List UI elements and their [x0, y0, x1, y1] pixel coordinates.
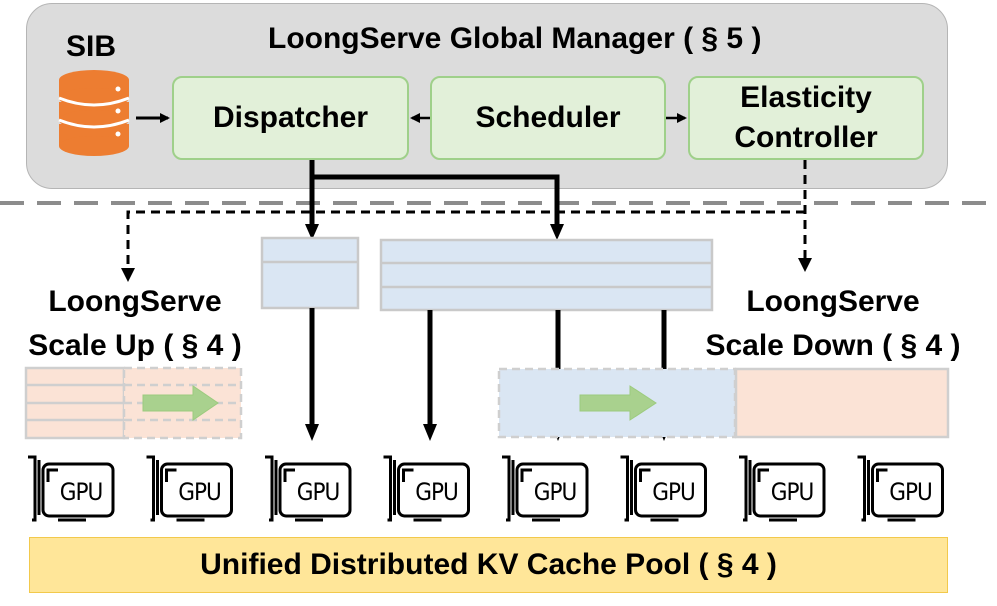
- gpu-label: GPU: [533, 478, 578, 506]
- database-icon: [58, 70, 130, 156]
- migrate-arrow-icon: [142, 385, 219, 421]
- scale-down-label: LoongServe Scale Down ( § 4 ): [705, 285, 961, 362]
- scale-down-kv-blocks: [497, 367, 950, 439]
- gpu-label: GPU: [889, 478, 933, 506]
- gpu-label: GPU: [178, 478, 222, 506]
- gpu-icon: [383, 455, 470, 522]
- gpu-label: GPU: [296, 478, 341, 506]
- scheduler-label: Scheduler: [475, 101, 621, 134]
- kv-cache-pool-bar: Unified Distributed KV Cache Pool ( § 4 …: [29, 537, 948, 593]
- gpu-icon: [857, 455, 944, 522]
- elasticity-dashed-arrows: [126, 160, 807, 272]
- gpu-label: GPU: [652, 478, 696, 506]
- gpu-label: GPU: [770, 478, 815, 506]
- gpu-icon: [739, 455, 826, 522]
- gpu-icon: [620, 455, 707, 522]
- elasticity-controller-label: Elasticity Controller: [734, 81, 878, 154]
- kv-cache-pool-label: Unified Distributed KV Cache Pool ( § 4 …: [200, 548, 777, 581]
- gpu-icon: [502, 455, 589, 522]
- gpu-icon: [265, 455, 352, 522]
- request-batch-small: [260, 236, 360, 310]
- gpu-icon: [28, 455, 115, 522]
- migrate-arrow-icon: [579, 385, 657, 421]
- gpu-icon: [146, 455, 233, 522]
- sib-label: SIB: [66, 30, 117, 63]
- gpu-label: GPU: [59, 478, 104, 506]
- scale-up-label: LoongServe Scale Up ( § 4 ): [28, 285, 242, 362]
- scale-up-kv-blocks: [24, 366, 243, 440]
- request-batch-large: [379, 238, 714, 312]
- dispatcher-box: Dispatcher: [172, 76, 409, 160]
- elasticity-controller-box: Elasticity Controller: [688, 76, 924, 160]
- manager-title: LoongServe Global Manager ( § 5 ): [268, 22, 762, 55]
- gpu-label: GPU: [415, 478, 459, 506]
- scheduler-box: Scheduler: [430, 76, 666, 160]
- dispatcher-label: Dispatcher: [212, 101, 369, 134]
- dispatch-arrows: [309, 160, 560, 228]
